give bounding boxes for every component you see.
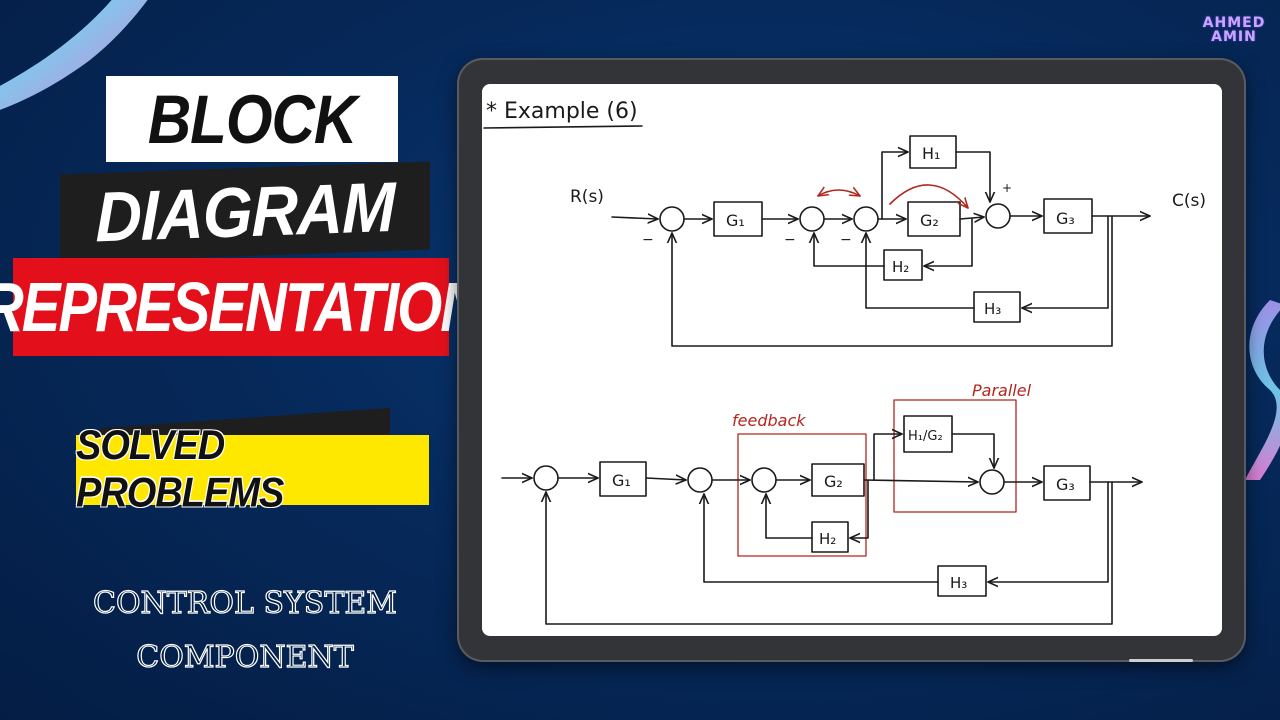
tablet-home-bar — [1129, 659, 1193, 662]
block-b-h2-label: H₂ — [819, 530, 836, 548]
block-g2-label: G₂ — [920, 211, 939, 230]
block-h2 — [883, 249, 923, 281]
logo-line-1: AHMED — [1202, 15, 1266, 31]
brand-logo: AHMED AMIN — [1200, 16, 1268, 44]
title-line-2: DIAGRAM — [95, 167, 395, 257]
summing-junction-2 — [799, 206, 825, 232]
title-block-banner: BLOCK — [106, 76, 398, 162]
sign-minus-2: − — [784, 232, 796, 248]
block-b-g1-label: G₁ — [612, 471, 631, 490]
subtitle-line-1: CONTROL SYSTEM — [92, 585, 397, 621]
example-heading: * Example (6) — [486, 99, 638, 124]
sign-plus: + — [1002, 181, 1012, 195]
annotation-feedback: feedback — [732, 411, 806, 430]
annotation-parallel: Parallel — [972, 381, 1032, 400]
summing-junction-b3 — [751, 467, 777, 493]
sign-minus-1: − — [642, 232, 654, 248]
block-b-g1 — [599, 461, 647, 497]
title-diagram-banner: DIAGRAM — [60, 161, 430, 263]
block-g3-label: G₃ — [1056, 209, 1075, 228]
parallel-region — [893, 399, 1017, 513]
top-diagram: R(s) C(s) G₁ G₂ G₃ — [570, 135, 1206, 347]
logo-line-2: AMIN — [1211, 29, 1257, 45]
tablet-frame: * Example (6) R(s) C(s) G₁ — [457, 58, 1246, 662]
summing-junction-3 — [853, 206, 879, 232]
block-b-h3 — [937, 565, 987, 597]
title-line-3: REPRESENTATION — [0, 268, 482, 346]
block-b-g3 — [1043, 465, 1091, 501]
summing-junction-4 — [985, 203, 1011, 229]
block-b-h3-label: H₃ — [950, 574, 967, 592]
solved-problems-badge: SOLVED PROBLEMS — [76, 423, 429, 516]
badge-text: SOLVED PROBLEMS — [76, 422, 284, 517]
block-h3 — [973, 291, 1021, 323]
input-label: R(s) — [570, 187, 604, 207]
summing-junction-1 — [659, 206, 685, 232]
title-line-1: BLOCK — [147, 80, 357, 158]
output-label: C(s) — [1172, 191, 1206, 211]
summing-junction-b4 — [979, 469, 1005, 495]
title-representation-banner: REPRESENTATION — [0, 258, 482, 356]
heading-underline — [483, 125, 643, 129]
tablet-screen: * Example (6) R(s) C(s) G₁ — [482, 84, 1222, 636]
bottom-diagram: feedback Parallel G₁ G₂ — [501, 381, 1143, 625]
block-h3-label: H₃ — [984, 300, 1001, 318]
block-b-g3-label: G₃ — [1056, 475, 1075, 494]
block-b-h2 — [811, 521, 849, 553]
block-b-g2-label: G₂ — [824, 472, 843, 491]
summing-junction-b2 — [687, 467, 713, 493]
block-h2-label: H₂ — [892, 258, 909, 276]
block-diagram-sketch: * Example (6) R(s) C(s) G₁ — [483, 99, 1206, 625]
feedback-region — [737, 433, 867, 557]
block-b-h1g2-label: H₁/G₂ — [908, 429, 943, 444]
decorative-swirl — [1245, 300, 1280, 480]
decorative-swirl — [0, 0, 148, 110]
summing-junction-b1 — [533, 465, 559, 491]
block-g1-label: G₁ — [726, 211, 745, 230]
block-h1-label: H₁ — [922, 144, 940, 163]
sign-minus-3: − — [840, 232, 852, 248]
subtitle-line-2: COMPONENT — [136, 639, 355, 675]
